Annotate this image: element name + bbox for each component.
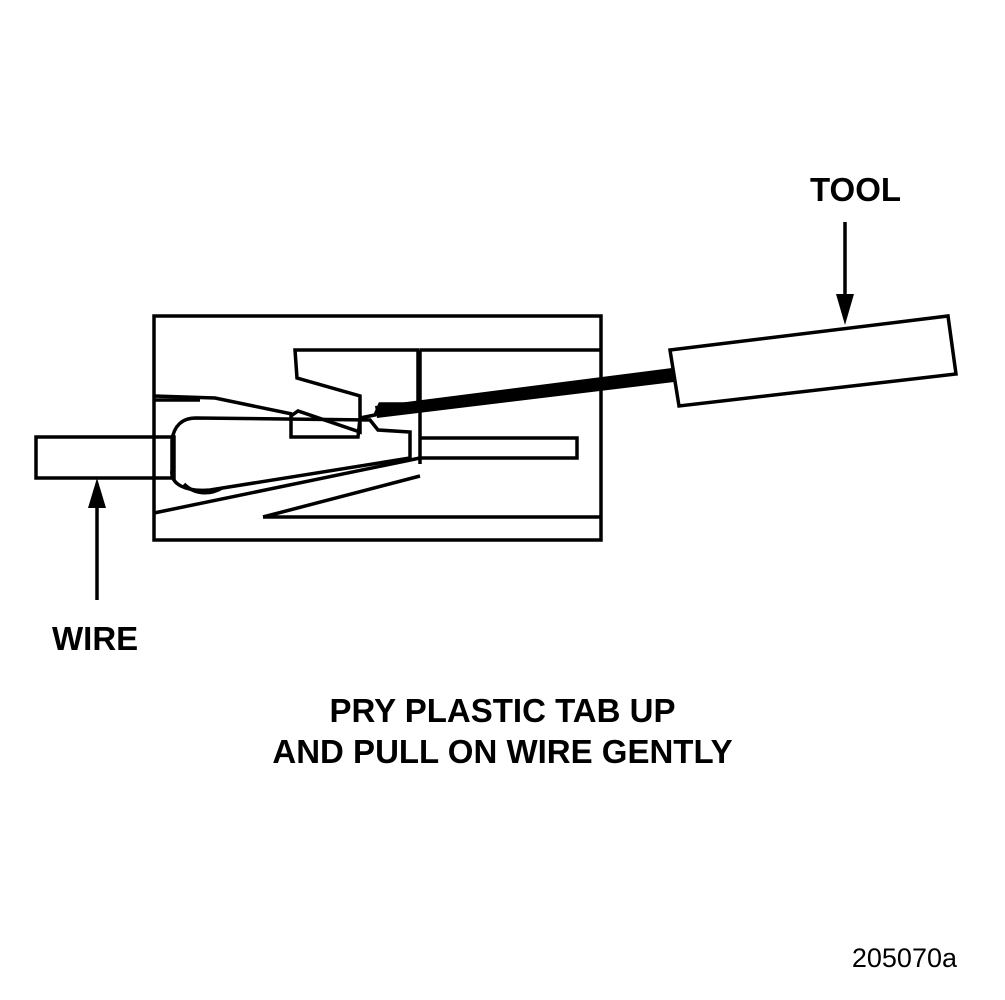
wire-label: WIRE <box>52 620 139 657</box>
terminal-slot <box>420 436 579 460</box>
caption-line-1: PRY PLASTIC TAB UP <box>329 692 676 729</box>
tool-handle <box>667 314 958 408</box>
terminal <box>170 416 412 493</box>
figure-id: 205070a <box>851 943 957 973</box>
terminal-crimp <box>182 482 223 495</box>
caption-line-2: AND PULL ON WIRE GENTLY <box>272 733 733 770</box>
tool-arrow <box>836 222 854 325</box>
housing-ribs <box>153 456 601 519</box>
caption: PRY PLASTIC TAB UP AND PULL ON WIRE GENT… <box>0 690 1005 772</box>
tool-blade <box>375 368 674 418</box>
tool-label: TOOL <box>810 171 902 208</box>
plastic-tab <box>289 348 420 439</box>
tab-ramp <box>153 394 293 416</box>
wire-arrow <box>88 478 106 600</box>
connector-housing <box>152 314 603 542</box>
